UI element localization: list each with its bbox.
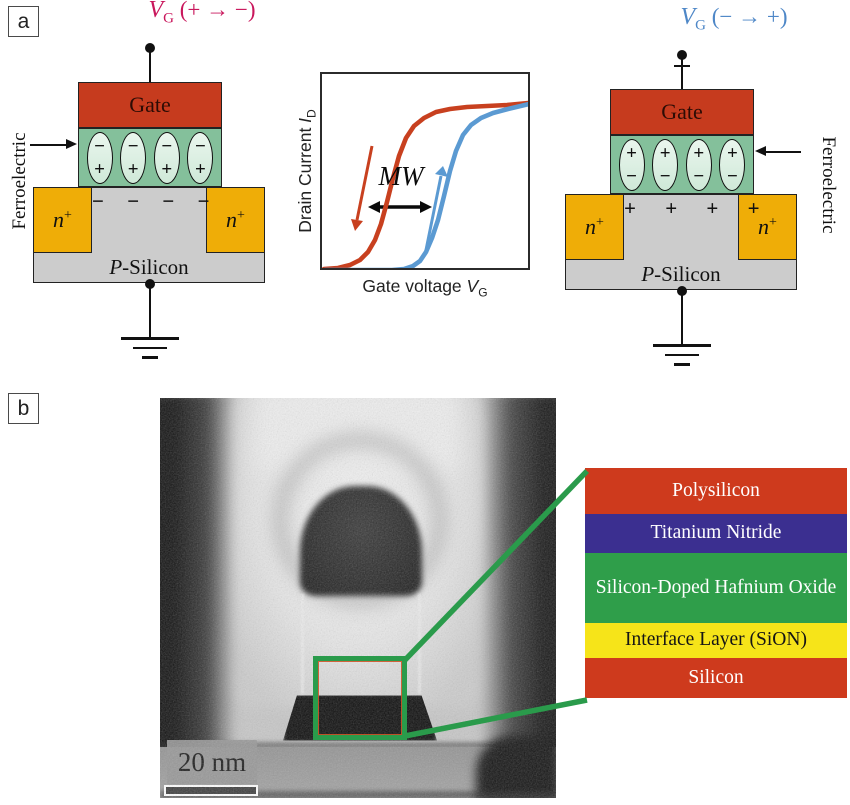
- gate-label: Gate: [129, 92, 171, 117]
- source-region: n+: [565, 194, 624, 260]
- ferroelectric-callout-label: Ferroelectric: [9, 132, 30, 230]
- highlight-region-inner-outline: [318, 661, 402, 735]
- polarization-dipole: − +: [86, 131, 113, 184]
- legend-layer-label: Silicon-Doped Hafnium Oxide: [595, 576, 837, 598]
- legend-layer-4: Silicon: [585, 658, 847, 698]
- left-device-title: VG (+ → −): [116, 0, 288, 28]
- arrow-forward: [424, 175, 443, 251]
- gate-wire: [681, 55, 684, 90]
- vg-subscript: G: [163, 10, 174, 27]
- channel-charges: − − − −: [92, 189, 219, 213]
- ground-symbol: [121, 337, 179, 340]
- left-fefet-schematic: VG (+ → −) Gate − + − + − + − +: [0, 0, 300, 380]
- curve-reverse-sweep: [322, 100, 528, 268]
- gate-label: Gate: [661, 99, 703, 124]
- polarization-dipole: + −: [685, 138, 712, 191]
- hysteresis-curves: [322, 100, 528, 268]
- arrowhead-right: [66, 139, 77, 149]
- sweep-direction: (− → +): [711, 4, 788, 29]
- x-axis-label: Gate voltage VG: [362, 276, 488, 300]
- right-device-title: VG (− → +): [648, 4, 820, 35]
- ferroelectric-callout-label: Ferroelectric: [818, 136, 839, 234]
- legend-layer-label: Interface Layer (SiON): [625, 629, 807, 651]
- channel-charges: + + + +: [624, 196, 772, 220]
- gate-electrode: Gate: [610, 89, 754, 135]
- panel-b-label-box: b: [8, 393, 39, 424]
- gate-electrode: Gate: [78, 82, 222, 128]
- body-label: P-Silicon: [641, 262, 721, 286]
- ground-wire: [681, 290, 684, 345]
- silicon-body: n+ n+ + + + + P-Silicon: [565, 194, 797, 290]
- panel-b-label: b: [17, 396, 30, 420]
- legend-layer-2: Silicon-Doped Hafnium Oxide: [585, 553, 847, 623]
- memory-window-label: MW: [378, 161, 424, 191]
- legend-layer-label: Polysilicon: [672, 479, 760, 501]
- arrow-forward-head: [435, 166, 448, 177]
- source-region: n+: [33, 187, 92, 253]
- polarization-dipole: + −: [618, 138, 645, 191]
- legend-layer-label: Silicon: [688, 666, 744, 688]
- arrow-reverse: [355, 145, 374, 221]
- legend-layer-3: Interface Layer (SiON): [585, 623, 847, 658]
- polarization-dipole: + −: [719, 138, 746, 191]
- legend-layer-0: Polysilicon: [585, 468, 847, 514]
- ferroelectric-callout-arrow: [765, 150, 801, 153]
- arrowhead-left: [755, 146, 766, 156]
- mw-arrow-right-head: [420, 201, 432, 213]
- polarization-dipole: − +: [153, 131, 180, 184]
- panel-a-label-box: a: [8, 6, 39, 37]
- ground-symbol: [653, 344, 711, 347]
- silicon-body: n+ n+ − − − − P-Silicon: [33, 187, 265, 283]
- arrow-reverse-head: [351, 219, 363, 231]
- vg-symbol: V: [148, 0, 164, 23]
- body-label: P-Silicon: [109, 255, 189, 279]
- ground-wire: [149, 283, 152, 338]
- vg-symbol: V: [680, 4, 696, 30]
- polarization-dipole: − +: [187, 131, 214, 184]
- polarization-dipole: − +: [120, 131, 147, 184]
- dipole-bottom-charge: +: [94, 158, 105, 180]
- drain-region: n+: [738, 194, 797, 260]
- legend-layer-label: Titanium Nitride: [650, 522, 782, 544]
- polarization-dipole: + −: [652, 138, 679, 191]
- curve-forward-sweep: [323, 101, 528, 268]
- ferroelectric-layer: + − + − + − + −: [610, 135, 754, 194]
- sweep-direction: (+ → −): [179, 0, 256, 22]
- ferroelectric-layer: − + − + − + − +: [78, 128, 222, 187]
- legend-layer-1: Titanium Nitride: [585, 514, 847, 553]
- vg-subscript: G: [695, 17, 706, 34]
- highlight-region-box: [313, 656, 407, 740]
- layer-stack-legend: Polysilicon Titanium Nitride Silicon-Dop…: [585, 468, 847, 698]
- mw-arrow-left-head: [368, 201, 380, 213]
- dipole-top-charge: −: [94, 135, 105, 157]
- gate-wire: [149, 48, 152, 83]
- right-fefet-schematic: VG (− → +) Gate + − + − + − + −: [532, 4, 839, 387]
- hysteresis-plot: [320, 72, 530, 270]
- drain-region: n+: [206, 187, 265, 253]
- y-axis-label: Drain Current ID: [295, 109, 319, 233]
- panel-a-label: a: [17, 9, 30, 33]
- ferroelectric-callout-arrow: [30, 143, 66, 146]
